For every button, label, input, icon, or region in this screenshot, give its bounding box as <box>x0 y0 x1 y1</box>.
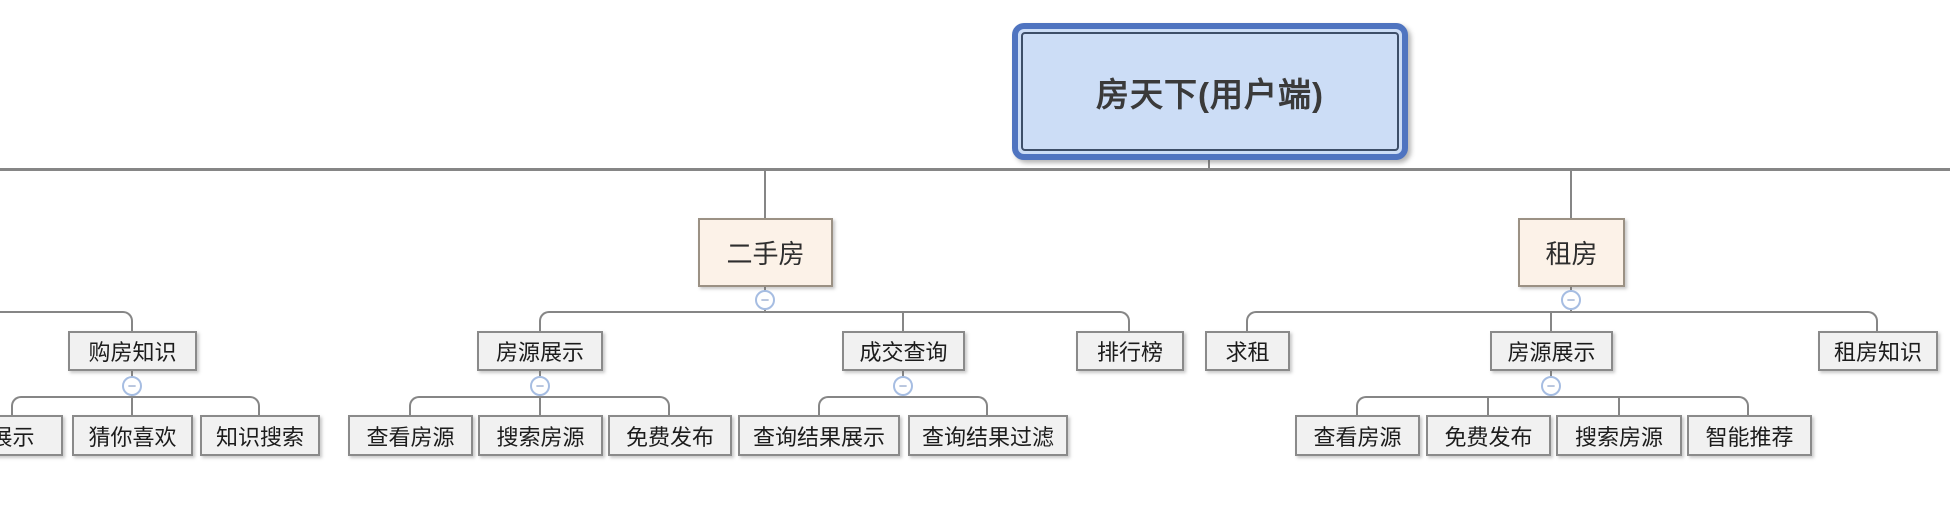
connector-drop-search-listing-left <box>539 396 541 415</box>
connector-drop-second-hand <box>764 171 766 218</box>
branch-second-hand-house[interactable]: 二手房 <box>698 218 833 287</box>
connector-drop-rent <box>1570 171 1572 218</box>
topic-search-listing-right[interactable]: 搜索房源 <box>1556 415 1682 456</box>
topic-search-listing-left[interactable]: 搜索房源 <box>478 415 603 456</box>
collapse-button-rent[interactable]: − <box>1561 290 1581 310</box>
topic-ranking-list[interactable]: 排行榜 <box>1076 331 1184 371</box>
topic-knowledge-search[interactable]: 知识搜索 <box>200 415 320 456</box>
connector-deal-query-rail <box>818 396 988 415</box>
topic-free-publish-left[interactable]: 免费发布 <box>608 415 732 456</box>
topic-query-result-display[interactable]: 查询结果展示 <box>738 415 900 456</box>
connector-rent-rail <box>1246 311 1878 331</box>
connector-offscreen-left-rail <box>0 311 133 331</box>
branch-rent-house[interactable]: 租房 <box>1518 218 1625 287</box>
connector-root-stub <box>1208 159 1210 168</box>
connector-listing-display-right-rail <box>1356 396 1749 415</box>
collapse-button-second-hand[interactable]: − <box>755 290 775 310</box>
root-topic-label: 房天下(用户端) <box>1021 32 1399 151</box>
topic-display-cut[interactable]: 展示 <box>0 415 63 456</box>
connector-drop-deal-query <box>902 311 904 331</box>
topic-view-listing-left[interactable]: 查看房源 <box>348 415 473 456</box>
topic-query-result-filter[interactable]: 查询结果过滤 <box>908 415 1068 456</box>
collapse-button-listing-display-right[interactable]: − <box>1541 376 1561 396</box>
topic-listing-display-right[interactable]: 房源展示 <box>1490 331 1613 371</box>
topic-view-listing-right[interactable]: 查看房源 <box>1295 415 1420 456</box>
topic-deal-query[interactable]: 成交查询 <box>842 331 965 371</box>
topic-rent-knowledge[interactable]: 租房知识 <box>1818 331 1938 371</box>
connector-level1-rail <box>0 168 1950 171</box>
connector-drop-search-listing-right <box>1618 396 1620 415</box>
connector-drop-listing-display-right <box>1550 311 1552 331</box>
collapse-button-listing-display-left[interactable]: − <box>530 376 550 396</box>
topic-listing-display-left[interactable]: 房源展示 <box>477 331 603 371</box>
topic-free-publish-right[interactable]: 免费发布 <box>1426 415 1551 456</box>
root-topic[interactable]: 房天下(用户端) <box>1012 23 1408 160</box>
connector-drop-free-publish-right <box>1487 396 1489 415</box>
connector-drop-guess-you-like <box>131 396 133 415</box>
topic-guess-you-like[interactable]: 猜你喜欢 <box>72 415 193 456</box>
connector-purchase-knowledge-rail <box>11 396 260 415</box>
collapse-button-purchase-knowledge[interactable]: − <box>122 376 142 396</box>
connector-second-hand-rail <box>539 311 1130 331</box>
topic-purchase-knowledge[interactable]: 购房知识 <box>68 331 197 371</box>
topic-smart-recommend[interactable]: 智能推荐 <box>1687 415 1812 456</box>
topic-seek-rent[interactable]: 求租 <box>1205 331 1290 371</box>
collapse-button-deal-query[interactable]: − <box>893 376 913 396</box>
